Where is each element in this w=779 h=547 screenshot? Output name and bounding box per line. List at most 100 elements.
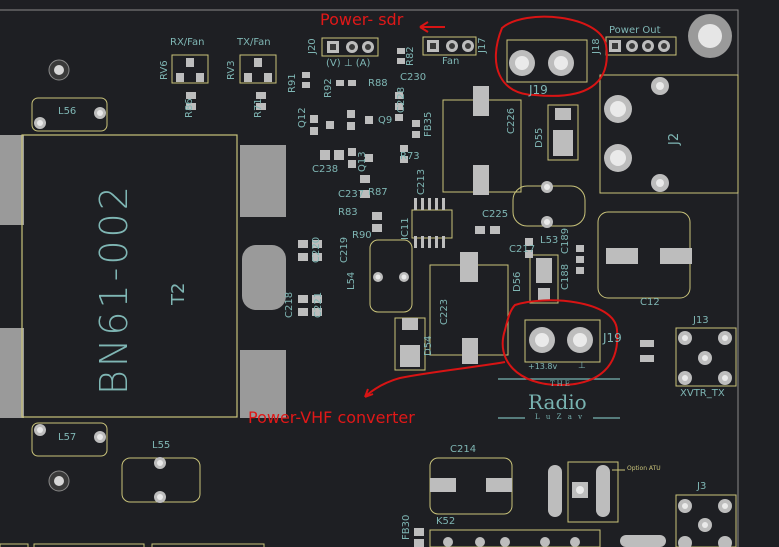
- arrow-power-sdr: [419, 21, 445, 33]
- headers: [321, 36, 677, 57]
- ref-c221: C221: [313, 291, 324, 318]
- ref-c189: C189: [560, 227, 571, 254]
- ref-c12: C12: [640, 297, 660, 308]
- ref-r86: R86: [184, 98, 195, 118]
- connector-j2: [599, 74, 739, 194]
- label-power-out: Power Out: [609, 25, 661, 36]
- transformer-t2: [0, 134, 286, 418]
- ref-r90: R90: [352, 230, 372, 241]
- ref-r83: R83: [338, 207, 358, 218]
- label-volt-amp: (V) ⊥ (A): [326, 58, 371, 69]
- ref-q12: Q12: [297, 107, 308, 128]
- diode-d55: [547, 104, 579, 161]
- cap-c12: [597, 211, 692, 299]
- ref-q9: Q9: [378, 115, 393, 126]
- ref-r73: R73: [400, 151, 420, 162]
- label-fan: Fan: [442, 56, 460, 67]
- mounting-holes: [48, 14, 732, 492]
- inductor-l54: [369, 239, 413, 313]
- ref-c213: C213: [416, 168, 427, 195]
- connector-j19-bottom: [524, 319, 601, 363]
- ref-l55: L55: [152, 440, 171, 451]
- ref-fb35: FB35: [423, 111, 434, 137]
- board-edge: [0, 9, 739, 547]
- ref-c238: C238: [312, 164, 339, 175]
- label-ground: ⊥: [578, 361, 586, 371]
- ref-r91: R91: [287, 73, 298, 93]
- ref-c223: C223: [439, 298, 450, 325]
- logo-subtitle: L u Z a v: [535, 413, 585, 421]
- logo-the: THE: [550, 380, 572, 388]
- connector-j19-top: [506, 39, 588, 83]
- cap-c223: [429, 252, 509, 364]
- ref-c214: C214: [450, 444, 477, 455]
- ref-r88: R88: [368, 78, 388, 89]
- ref-j19-bottom: J19: [603, 331, 622, 345]
- ref-q13: Q13: [357, 151, 368, 172]
- cap-c225: [512, 181, 586, 228]
- label-option-atu: Option ATU: [627, 465, 661, 472]
- transformer-ref-label: T2: [168, 282, 189, 305]
- relay-k52: [414, 528, 601, 547]
- circle-j19-top: [494, 15, 608, 97]
- ref-c220: C220: [311, 236, 322, 263]
- ref-l54: L54: [346, 271, 357, 290]
- ref-j13: J13: [693, 315, 709, 326]
- ref-j20: J20: [307, 38, 318, 54]
- ref-c237: C237: [338, 189, 365, 200]
- ref-k52: K52: [436, 516, 456, 527]
- label-rx-fan: RX/Fan: [170, 37, 205, 48]
- ref-r87: R87: [368, 187, 388, 198]
- ref-c218: C218: [284, 291, 295, 318]
- red-annotations: [364, 15, 619, 398]
- ref-c217: C217: [509, 244, 536, 255]
- transformer-part-label: BN61-002: [92, 183, 136, 395]
- inductor-l57: [31, 422, 108, 457]
- circle-j19-bottom: [501, 299, 619, 387]
- ref-l56: L56: [58, 106, 77, 117]
- ref-ic11: IC11: [400, 217, 411, 240]
- inductor-l56: [31, 97, 108, 132]
- radio-logo-lines: [498, 378, 620, 419]
- ref-d55: D55: [534, 127, 545, 148]
- connector-j13: [675, 327, 737, 387]
- ref-d54: D54: [423, 335, 434, 356]
- ref-j2: J2: [667, 132, 682, 145]
- label-13v8: +13.8v: [528, 362, 558, 371]
- ref-l57: L57: [58, 432, 77, 443]
- label-tx-fan: TX/Fan: [237, 37, 271, 48]
- connector-j3: [675, 494, 737, 547]
- ref-j19-top: J19: [529, 83, 548, 97]
- ref-d56: D56: [512, 271, 523, 292]
- ref-c228: C228: [396, 86, 407, 113]
- bottom-outlines: [0, 543, 265, 547]
- ref-c188: C188: [560, 263, 571, 290]
- annotation-power-sdr: Power- sdr: [320, 10, 404, 29]
- ref-r92: R92: [323, 78, 334, 98]
- inductor-l55: [121, 457, 201, 503]
- cap-c214: [429, 457, 513, 515]
- ref-fb30: FB30: [401, 514, 412, 540]
- ref-c226: C226: [506, 107, 517, 134]
- ref-rv3: RV3: [226, 60, 237, 80]
- ref-l53: L53: [540, 235, 559, 246]
- diode-d56: [529, 254, 559, 304]
- ref-rv6: RV6: [159, 60, 170, 80]
- label-xvtr-tx: XVTR_TX: [680, 388, 725, 399]
- ref-r71: R71: [253, 98, 264, 118]
- arrow-power-vhf: [364, 361, 506, 398]
- ref-j17: J17: [477, 37, 488, 53]
- ref-j18: J18: [591, 38, 602, 54]
- annotation-power-vhf: Power-VHF converter: [248, 408, 415, 427]
- ref-c219: C219: [339, 236, 350, 263]
- cap-c226: [442, 86, 522, 195]
- trimmers: [171, 54, 277, 84]
- logo-radio: Radio: [528, 390, 587, 414]
- ref-j3: J3: [697, 481, 707, 492]
- ic-ic11: [411, 198, 453, 248]
- diode-d54: [394, 317, 426, 371]
- ref-r82: R82: [405, 46, 416, 66]
- option-atu-part: [548, 461, 666, 547]
- smd-pads: [186, 48, 654, 362]
